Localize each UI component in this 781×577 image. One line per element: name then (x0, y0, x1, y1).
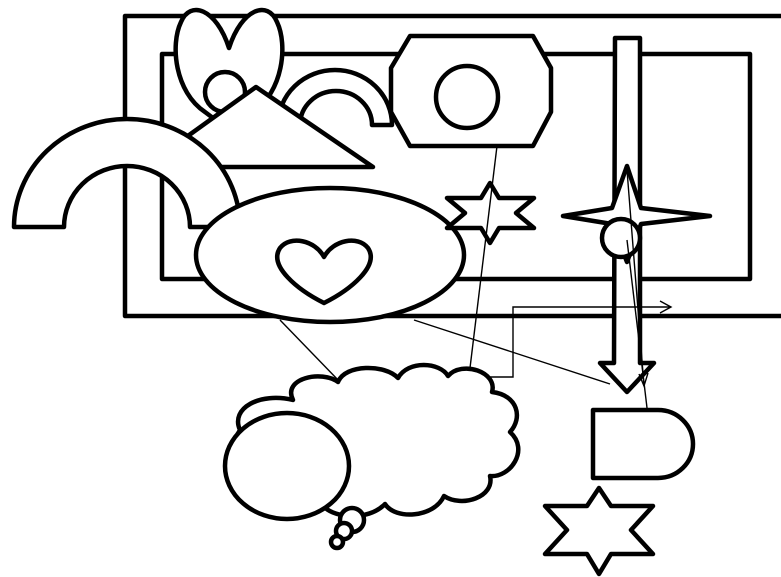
six-point-star-small[interactable] (447, 183, 534, 243)
six-point-star-bottom[interactable] (545, 488, 653, 574)
connector-ellipse-to-cloud[interactable] (280, 320, 340, 382)
cloud-callout[interactable] (225, 365, 518, 548)
delay-shape[interactable] (593, 410, 693, 478)
four-point-star-center-circle[interactable] (602, 219, 640, 257)
octagon-with-circle[interactable] (391, 36, 551, 146)
ellipse-with-heart[interactable] (196, 188, 464, 322)
connector-octagon-to-cloud[interactable] (470, 146, 497, 368)
